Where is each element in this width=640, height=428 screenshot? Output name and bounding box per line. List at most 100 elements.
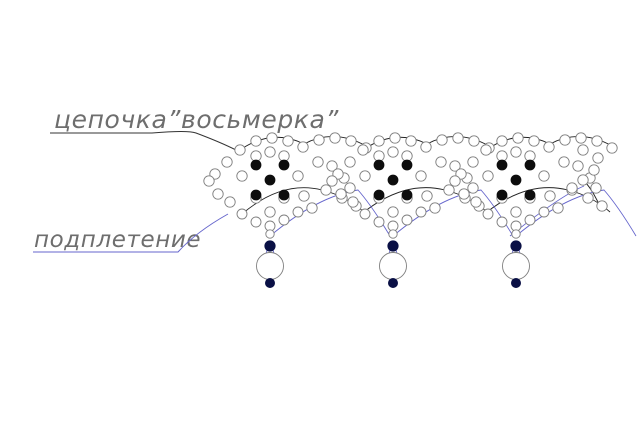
- scallop-bead: [524, 214, 536, 226]
- scallop-bead: [359, 208, 371, 220]
- chain-top-bead: [606, 142, 618, 154]
- chain-top-bead: [559, 134, 571, 146]
- drop-ring-bead: [502, 252, 530, 280]
- lattice-bead: [347, 196, 359, 208]
- drop-ring-bead: [256, 252, 284, 280]
- drop-bottom-bead: [264, 277, 275, 288]
- lattice-bead: [236, 170, 248, 182]
- lattice-bead: [510, 206, 522, 218]
- lattice-bead: [344, 182, 356, 194]
- lattice-bead: [590, 182, 602, 194]
- scallop-bead: [236, 208, 248, 220]
- dark-bead: [278, 159, 290, 171]
- chain-top-bead: [250, 135, 262, 147]
- dark-bead: [524, 189, 536, 201]
- chain-top-bead: [345, 135, 357, 147]
- drop-link-bead: [388, 229, 398, 239]
- lattice-bead: [572, 160, 584, 172]
- lattice-bead: [429, 202, 441, 214]
- scallop-bead: [415, 206, 427, 218]
- lattice-bead: [582, 192, 594, 204]
- dark-bead: [401, 159, 413, 171]
- lattice-bead: [292, 170, 304, 182]
- lattice-bead: [510, 146, 522, 158]
- chain-top-bead: [234, 144, 246, 156]
- lattice-bead: [264, 146, 276, 158]
- chain-top-bead: [512, 132, 524, 144]
- scallop-bead: [496, 216, 508, 228]
- dark-bead: [496, 189, 508, 201]
- lattice-bead: [298, 190, 310, 202]
- scallop-bead: [401, 214, 413, 226]
- edge-bead: [588, 164, 600, 176]
- drop-top-bead: [510, 240, 522, 252]
- scallop-bead: [538, 206, 550, 218]
- lattice-bead: [203, 175, 215, 187]
- dark-bead: [510, 174, 522, 186]
- dark-bead: [264, 174, 276, 186]
- dark-bead: [373, 189, 385, 201]
- drop-top-bead: [264, 240, 276, 252]
- drop-bottom-bead: [387, 277, 398, 288]
- lattice-bead: [326, 160, 338, 172]
- scallop-bead: [250, 216, 262, 228]
- chain-top-bead: [282, 135, 294, 147]
- dark-bead: [373, 159, 385, 171]
- chain-top-bead: [575, 132, 587, 144]
- lattice-bead: [544, 190, 556, 202]
- braid-label-underline: [33, 213, 229, 253]
- lattice-bead: [421, 190, 433, 202]
- chain-top-bead: [436, 134, 448, 146]
- chain-top-bead: [468, 135, 480, 147]
- lattice-bead: [387, 146, 399, 158]
- lattice-bead: [467, 182, 479, 194]
- chain-top-bead: [405, 135, 417, 147]
- drop-bottom-bead: [510, 277, 521, 288]
- lattice-bead: [212, 188, 224, 200]
- drop-link-bead: [511, 229, 521, 239]
- chain-top-bead: [297, 141, 309, 153]
- lattice-bead: [552, 202, 564, 214]
- braid-label: подплетение: [34, 227, 201, 253]
- dark-bead: [496, 159, 508, 171]
- chain-top-bead: [389, 132, 401, 144]
- lattice-bead: [387, 206, 399, 218]
- lattice-bead: [596, 200, 608, 212]
- scallop-bead: [373, 216, 385, 228]
- dark-bead: [250, 189, 262, 201]
- lattice-bead: [467, 156, 479, 168]
- bead-pattern: [203, 132, 618, 288]
- scallop-bead: [278, 214, 290, 226]
- lattice-bead: [224, 196, 236, 208]
- edge-bead: [592, 152, 604, 164]
- chain-top-bead: [543, 141, 555, 153]
- lattice-bead: [326, 175, 338, 187]
- chain-top-bead: [357, 144, 369, 156]
- chain-top-bead: [496, 135, 508, 147]
- dark-bead: [250, 159, 262, 171]
- drop-ring-bead: [379, 252, 407, 280]
- lattice-bead: [320, 184, 332, 196]
- lattice-bead: [449, 160, 461, 172]
- chain-top-bead: [591, 135, 603, 147]
- edge-bead: [577, 174, 589, 186]
- chain-label-underline: [50, 131, 237, 151]
- lattice-bead: [443, 184, 455, 196]
- lattice-bead: [344, 156, 356, 168]
- chain-top-bead: [480, 144, 492, 156]
- dark-bead: [401, 189, 413, 201]
- lattice-bead: [312, 156, 324, 168]
- drop-link-bead: [265, 229, 275, 239]
- scallop-bead: [292, 206, 304, 218]
- lattice-bead: [306, 202, 318, 214]
- lattice-bead: [335, 188, 347, 200]
- chain-label: цепочка”восьмерка”: [54, 105, 339, 134]
- chain-top-bead: [266, 132, 278, 144]
- lattice-bead: [221, 156, 233, 168]
- chain-top-bead: [373, 135, 385, 147]
- lattice-bead: [482, 170, 494, 182]
- lattice-bead: [538, 170, 550, 182]
- lattice-bead: [449, 175, 461, 187]
- chain-top-bead: [528, 135, 540, 147]
